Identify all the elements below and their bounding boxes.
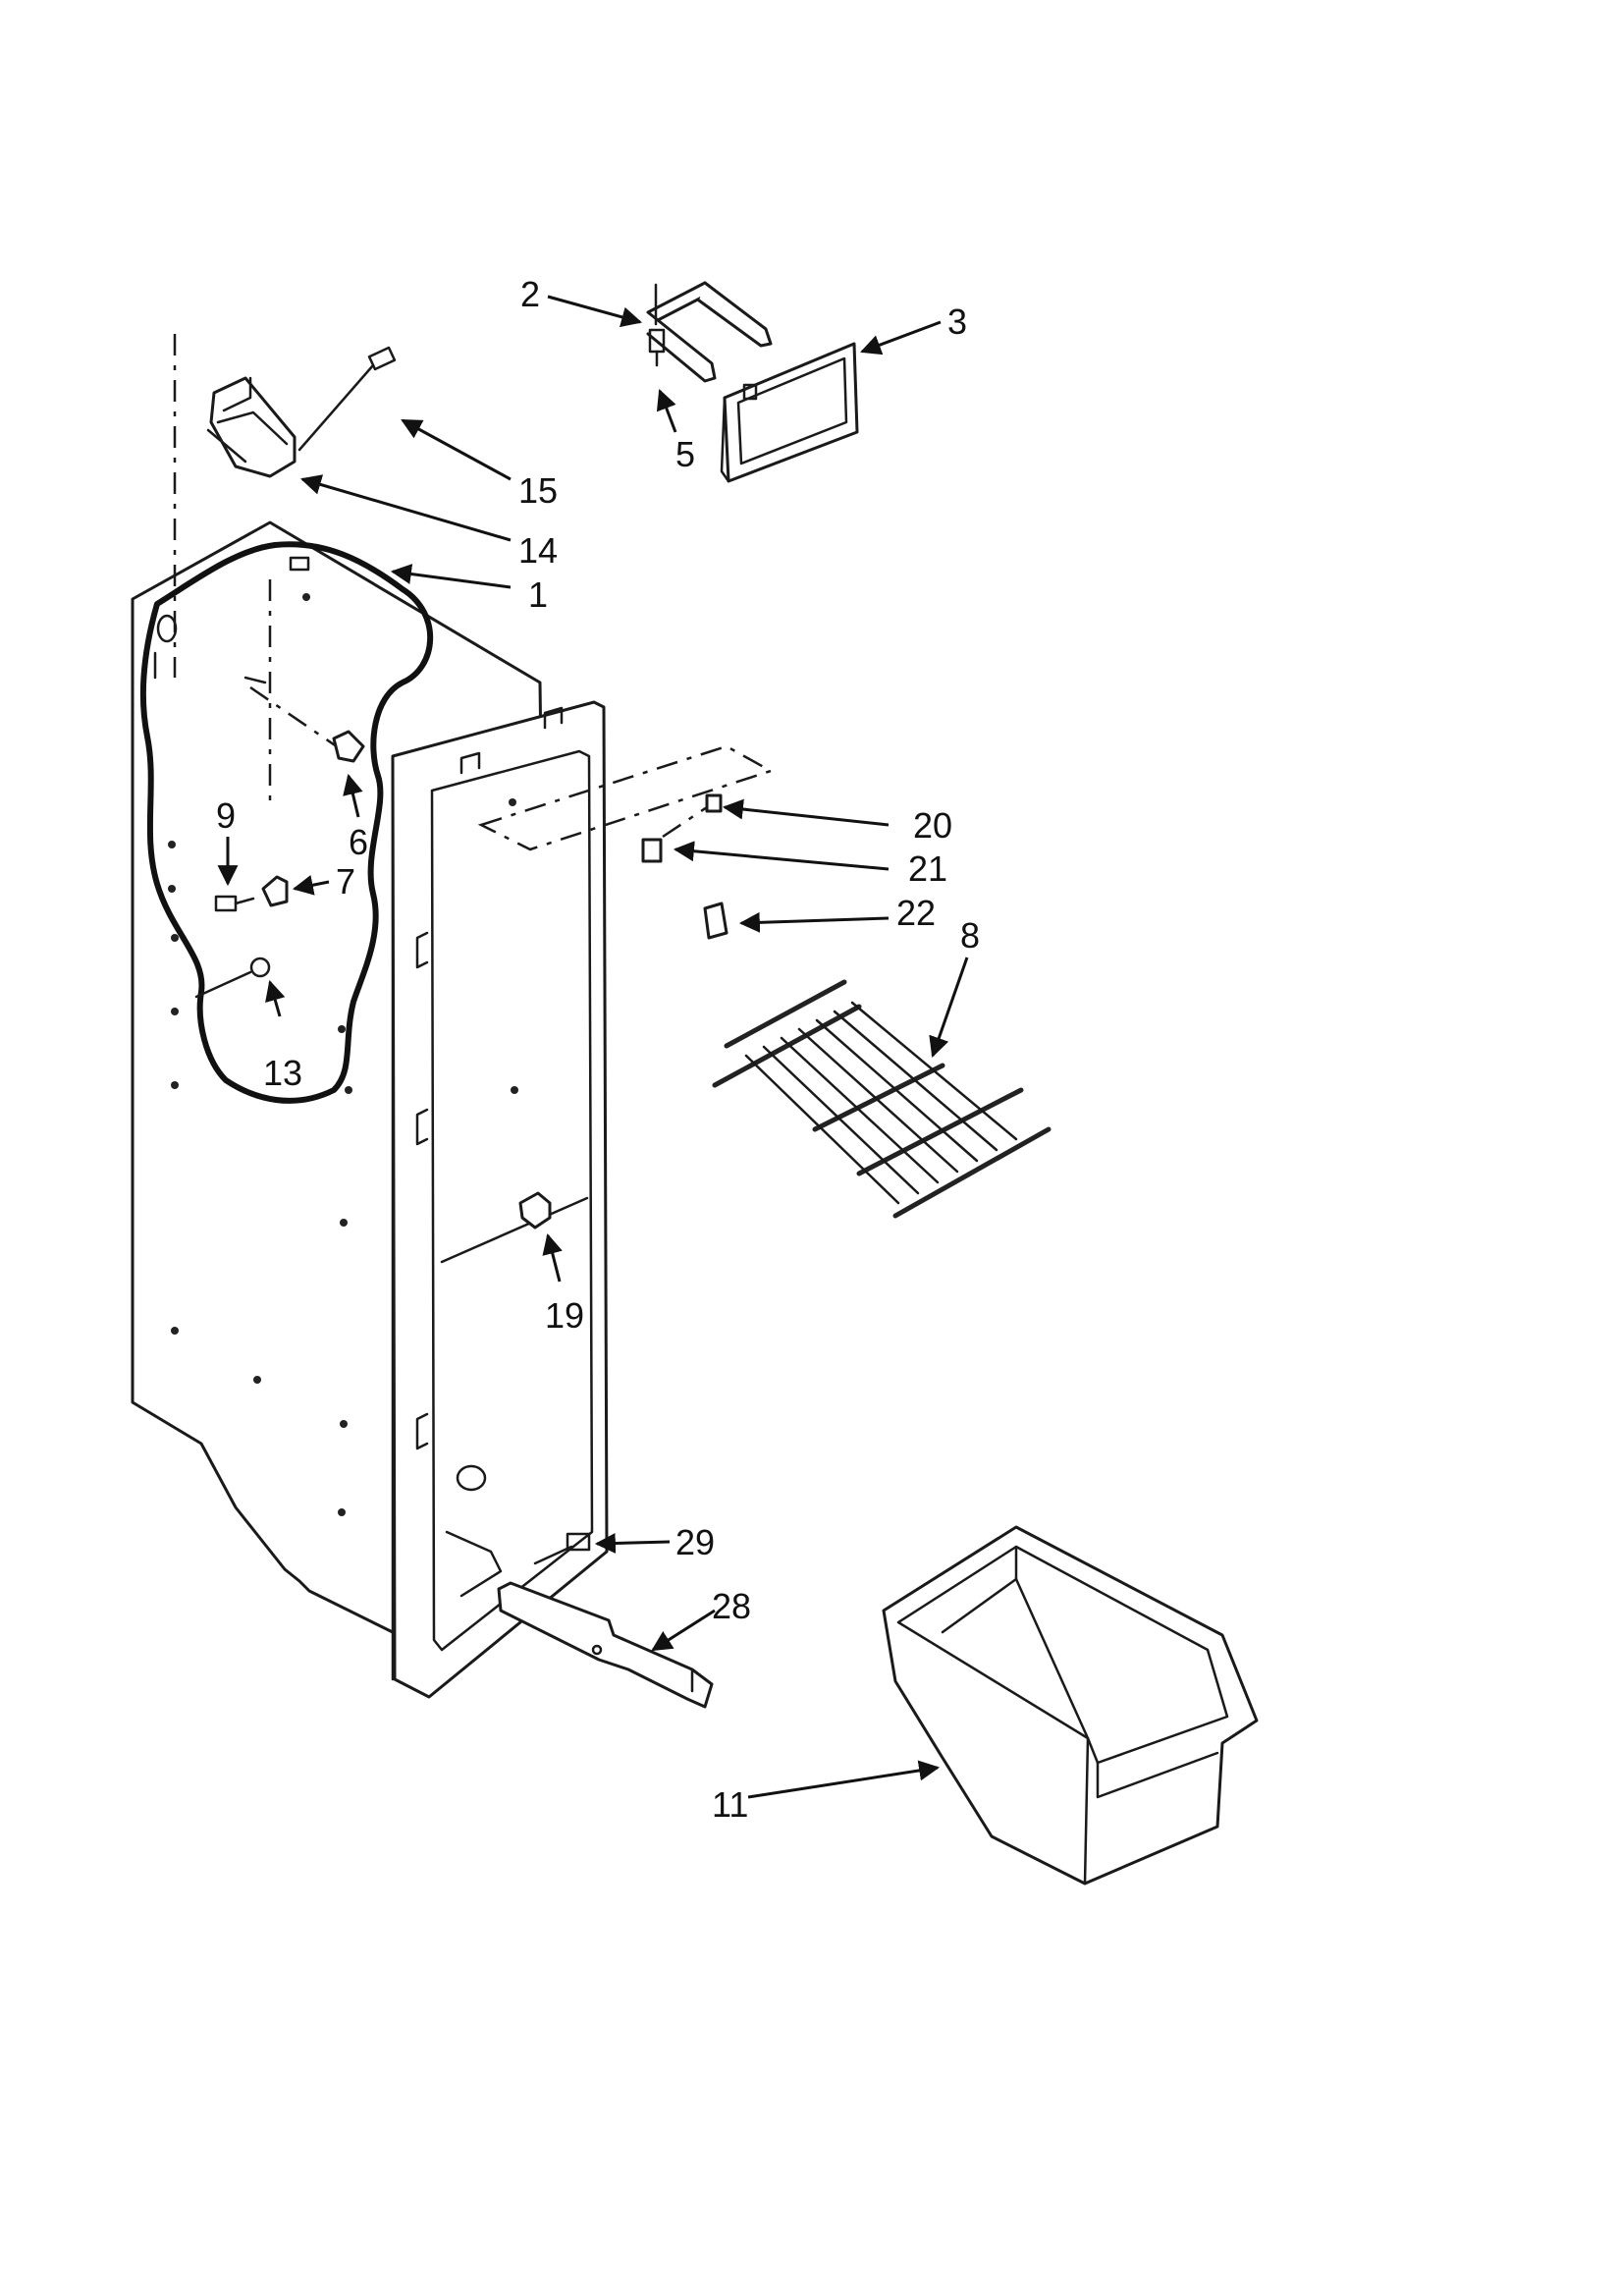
callout-29: 29 — [675, 1522, 715, 1562]
callout-13: 13 — [263, 1053, 302, 1093]
callout-9: 9 — [216, 795, 236, 836]
callout-28: 28 — [712, 1586, 751, 1626]
clip-part-7 — [261, 875, 289, 907]
callout-1: 1 — [528, 574, 548, 615]
switch-part-19 — [518, 1191, 552, 1230]
callout-21: 21 — [908, 848, 947, 889]
callout-11: 11 — [712, 1784, 748, 1825]
callout-6: 6 — [349, 822, 368, 862]
wire-shelf-part-8 — [712, 979, 1052, 1219]
bracket-part-28 — [497, 1581, 714, 1709]
screw-part-13 — [194, 957, 271, 999]
bracket-part-14 — [206, 376, 297, 478]
clip-part-21 — [641, 838, 663, 863]
callout-5: 5 — [675, 434, 695, 474]
callout-14: 14 — [518, 530, 558, 571]
bracket-part-2 — [646, 281, 773, 383]
screw-part-29 — [533, 1532, 591, 1565]
screw-part-5 — [648, 328, 666, 367]
bin-part-11 — [882, 1525, 1259, 1886]
clip-part-22 — [703, 902, 728, 940]
callout-labels: 2 3 5 15 14 1 9 6 7 13 19 20 21 22 8 29 … — [216, 274, 980, 1825]
freezer-liner-part-1 — [131, 334, 609, 1699]
cover-part-3 — [720, 342, 859, 483]
callout-22: 22 — [896, 893, 936, 933]
callout-15: 15 — [518, 470, 558, 511]
callout-3: 3 — [947, 301, 967, 342]
callout-2: 2 — [520, 274, 540, 314]
leader-lines — [217, 295, 969, 1799]
callout-20: 20 — [913, 805, 952, 846]
screw-part-9 — [214, 895, 255, 912]
clip-part-20 — [705, 793, 723, 813]
callout-7: 7 — [336, 861, 355, 902]
screw-part-15 — [297, 346, 397, 452]
callout-8: 8 — [960, 915, 980, 956]
callout-19: 19 — [545, 1295, 584, 1336]
clip-part-6 — [332, 730, 365, 763]
